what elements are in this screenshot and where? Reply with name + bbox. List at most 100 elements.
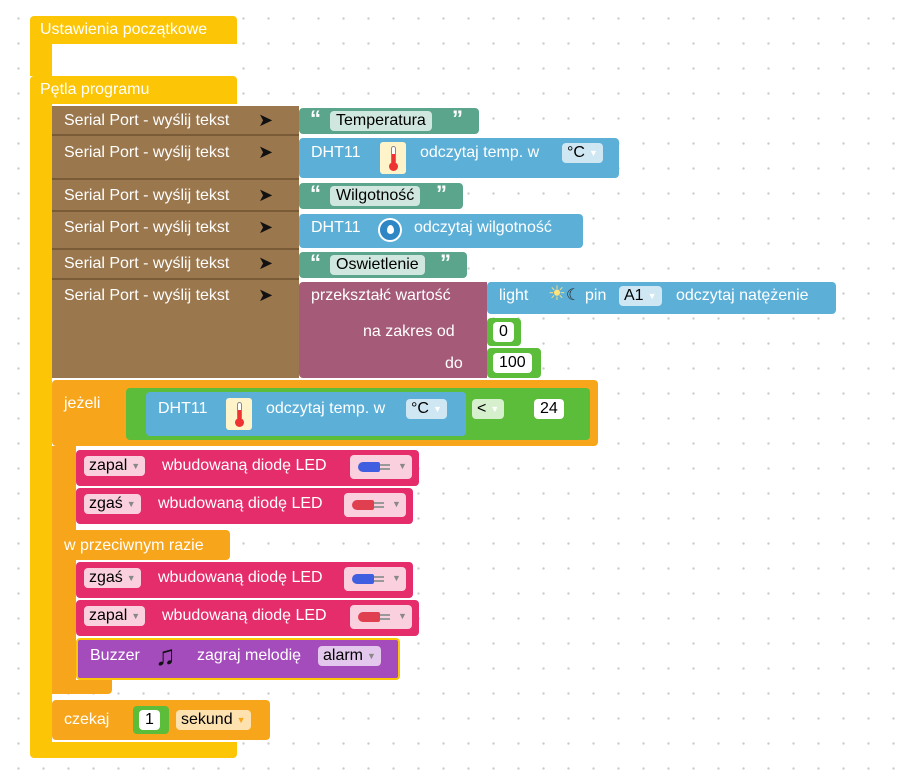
- chevron-down-icon: ▼: [236, 715, 246, 725]
- light-label: light: [499, 287, 529, 304]
- led-action-dropdown[interactable]: zapal▼: [84, 456, 146, 476]
- text-field[interactable]: Oswietlenie: [330, 255, 425, 275]
- melody-dropdown[interactable]: alarm▼: [318, 646, 381, 666]
- chevron-down-icon: ▼: [398, 611, 407, 621]
- serial-row-label: Serial Port - wyślij tekst: [64, 112, 230, 129]
- range-from-label: na zakres od: [363, 323, 455, 340]
- led-action-dropdown[interactable]: zgaś▼: [84, 494, 141, 514]
- led-label: wbudowaną diodę LED: [162, 457, 327, 474]
- chevron-down-icon: ▼: [131, 461, 141, 471]
- led-action-value: zapal: [89, 607, 128, 625]
- dht-humidity-block[interactable]: [299, 214, 583, 248]
- wait-value-field[interactable]: 1: [139, 710, 160, 730]
- pin-dropdown-value: A1: [624, 287, 644, 305]
- paper-plane-icon: ➤: [258, 110, 274, 130]
- dht-sensor-label: DHT11: [311, 219, 361, 236]
- led-label: wbudowaną diodę LED: [162, 607, 327, 624]
- range-to-field[interactable]: 100: [493, 353, 532, 373]
- blue-led-icon: [358, 462, 380, 472]
- led-label: wbudowaną diodę LED: [158, 495, 323, 512]
- quote-open-icon: “: [310, 106, 321, 131]
- dht-action-label: odczytaj temp. w: [266, 400, 386, 417]
- serial-block-column: [52, 106, 299, 378]
- setup-block[interactable]: [30, 16, 237, 44]
- buzzer-label: Buzzer: [90, 647, 140, 664]
- text-field[interactable]: Wilgotność: [330, 186, 421, 206]
- unit-dropdown[interactable]: °C▼: [562, 143, 603, 163]
- range-to-label: do: [445, 355, 463, 372]
- serial-row[interactable]: [52, 180, 299, 212]
- chevron-down-icon: ▼: [126, 573, 136, 583]
- led-color-dropdown[interactable]: ▼: [350, 455, 412, 479]
- setup-label: Ustawienia początkowe: [40, 21, 208, 38]
- serial-row-label: Serial Port - wyślij tekst: [64, 219, 230, 236]
- if-block-bottom: [52, 680, 112, 694]
- loop-block-spine: [30, 104, 52, 758]
- if-label: jeżeli: [64, 395, 101, 412]
- dht-action-label: odczytaj temp. w: [420, 144, 540, 161]
- chevron-down-icon: ▼: [131, 611, 141, 621]
- serial-row-label: Serial Port - wyślij tekst: [64, 255, 230, 272]
- unit-dropdown[interactable]: °C▼: [406, 399, 447, 419]
- dht-action-label: odczytaj wilgotność: [414, 219, 552, 236]
- led-action-value: zapal: [89, 457, 128, 475]
- humidity-icon: [378, 218, 402, 242]
- red-led-icon: [358, 612, 380, 622]
- pin-label: pin: [585, 287, 607, 304]
- sun-moon-icon: ☀☾: [548, 283, 581, 305]
- chevron-down-icon: ▼: [398, 461, 407, 471]
- loop-label: Pętla programu: [40, 81, 150, 98]
- time-unit-value: sekund: [181, 711, 233, 729]
- music-note-icon: ♫: [155, 640, 176, 671]
- paper-plane-icon: ➤: [258, 185, 274, 205]
- time-unit-dropdown[interactable]: sekund▼: [176, 710, 251, 730]
- unit-dropdown-value: °C: [567, 144, 585, 162]
- chevron-down-icon: ▼: [432, 404, 442, 414]
- blue-led-icon: [352, 574, 374, 584]
- led-action-value: zgaś: [89, 495, 123, 513]
- range-from-field[interactable]: 0: [493, 322, 514, 342]
- thermometer-icon: [226, 398, 252, 430]
- else-bar[interactable]: [52, 530, 230, 560]
- wait-label: czekaj: [64, 711, 110, 728]
- operator-dropdown[interactable]: <▼: [472, 399, 505, 419]
- map-block[interactable]: [299, 282, 487, 378]
- setup-block-left: [30, 44, 52, 76]
- quote-close-icon: ”: [440, 250, 451, 275]
- loop-block-bottom: [30, 742, 237, 758]
- buzzer-action-label: zagraj melodię: [197, 647, 302, 664]
- compare-value-field[interactable]: 24: [534, 399, 564, 419]
- led-color-dropdown[interactable]: ▼: [344, 567, 406, 591]
- serial-row[interactable]: [52, 106, 299, 136]
- paper-plane-icon: ➤: [258, 285, 274, 305]
- led-label: wbudowaną diodę LED: [158, 569, 323, 586]
- led-color-dropdown[interactable]: ▼: [350, 605, 412, 629]
- unit-dropdown-value: °C: [411, 400, 429, 418]
- led-action-dropdown[interactable]: zgaś▼: [84, 568, 141, 588]
- chevron-down-icon: ▼: [490, 404, 500, 414]
- chevron-down-icon: ▼: [392, 573, 401, 583]
- chevron-down-icon: ▼: [392, 499, 401, 509]
- red-led-icon: [352, 500, 374, 510]
- if-block-spine: [52, 446, 76, 694]
- serial-row[interactable]: [52, 250, 299, 280]
- text-field[interactable]: Temperatura: [330, 111, 432, 131]
- loop-block[interactable]: [30, 76, 237, 104]
- dht-sensor-label: DHT11: [311, 144, 361, 161]
- map-label: przekształć wartość: [311, 287, 451, 304]
- light-sensor-block[interactable]: [487, 282, 836, 314]
- paper-plane-icon: ➤: [258, 142, 274, 162]
- serial-row[interactable]: [52, 136, 299, 180]
- else-label: w przeciwnym razie: [64, 537, 204, 554]
- operator-dropdown-value: <: [477, 400, 487, 418]
- thermometer-icon: [380, 142, 406, 174]
- led-color-dropdown[interactable]: ▼: [344, 493, 406, 517]
- quote-close-icon: ”: [436, 181, 447, 206]
- serial-row-label: Serial Port - wyślij tekst: [64, 287, 230, 304]
- serial-row-label: Serial Port - wyślij tekst: [64, 187, 230, 204]
- pin-dropdown[interactable]: A1▼: [619, 286, 662, 306]
- setup-statement-slot: [52, 44, 237, 74]
- chevron-down-icon: ▼: [367, 651, 376, 661]
- serial-row[interactable]: [52, 212, 299, 250]
- led-action-dropdown[interactable]: zapal▼: [84, 606, 146, 626]
